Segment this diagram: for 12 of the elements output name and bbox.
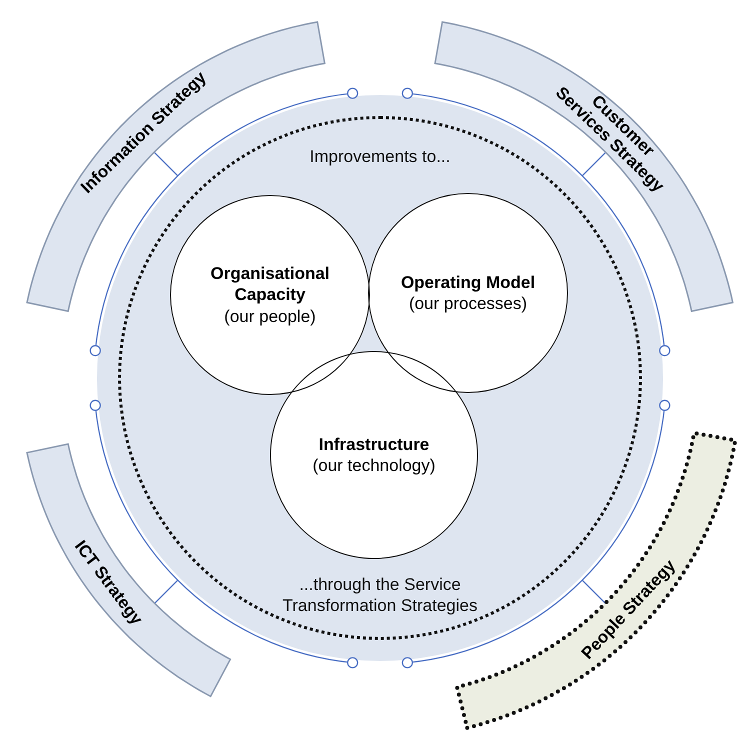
circle-node xyxy=(270,351,478,559)
title-text: Operating Model xyxy=(400,272,536,293)
circle-node xyxy=(368,193,568,393)
title-text: Infrastructure xyxy=(318,434,430,455)
caption-text: ...through the Service Transformation Strategies xyxy=(282,574,478,616)
subtitle-text: (our technology) xyxy=(312,455,436,476)
title-text: Organisational Capacity xyxy=(209,263,331,306)
subtitle-text: (our processes) xyxy=(408,293,528,314)
circle-node xyxy=(170,195,370,395)
heading-text: Improvements to... xyxy=(308,146,452,168)
subtitle-text: (our people) xyxy=(224,306,316,327)
arc-band xyxy=(24,441,234,700)
